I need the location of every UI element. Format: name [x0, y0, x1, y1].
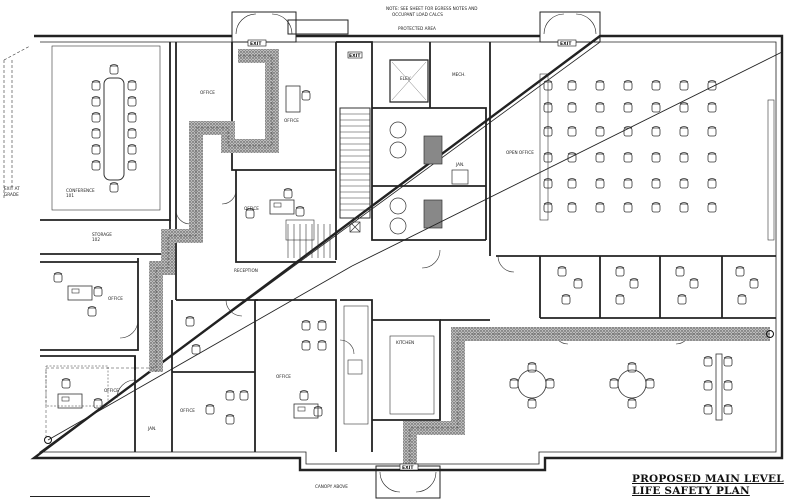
exit-label-top-mid: EXIT	[349, 53, 361, 59]
svg-text:NOTE: SEE SHEET FOR EGRESS NOT: NOTE: SEE SHEET FOR EGRESS NOTES AND	[386, 6, 478, 11]
svg-text:JAN.: JAN.	[147, 426, 157, 431]
open-office-grid: OPEN OFFICE	[506, 73, 775, 241]
svg-text:ELEV.: ELEV.	[400, 76, 411, 81]
svg-text:STORAGE: STORAGE	[92, 232, 112, 237]
elevator: ELEV. MECH.	[391, 61, 466, 101]
interior-walls	[40, 41, 776, 452]
conference-room: CONFERENCE 101	[51, 45, 161, 211]
svg-text:OFFICE: OFFICE	[244, 206, 259, 211]
exit-label-top-right: EXIT	[560, 41, 572, 47]
scale-bar	[30, 496, 150, 497]
svg-text:MECH.: MECH.	[452, 72, 466, 77]
plan-title-line1: PROPOSED MAIN LEVEL	[632, 473, 784, 485]
bottom-note: CANOPY ABOVE	[315, 484, 348, 489]
restrooms: JAN.	[349, 121, 469, 235]
svg-text:OPEN OFFICE: OPEN OFFICE	[506, 150, 534, 155]
kitchen: KITCHEN	[343, 305, 435, 425]
svg-text:101: 101	[66, 193, 74, 198]
svg-text:OFFICE: OFFICE	[104, 388, 119, 393]
svg-text:OCCUPANT LOAD CALCS: OCCUPANT LOAD CALCS	[392, 12, 443, 17]
exit-label-bottom: EXIT	[402, 465, 414, 471]
svg-text:CONFERENCE: CONFERENCE	[66, 188, 95, 193]
svg-text:RECEPTION: RECEPTION	[234, 268, 258, 273]
left-canopy	[3, 45, 31, 200]
break-area	[509, 353, 733, 421]
storage-room: STORAGE 102	[92, 232, 112, 242]
top-notes: NOTE: SEE SHEET FOR EGRESS NOTES AND OCC…	[386, 6, 478, 31]
svg-text:PROTECTED AREA: PROTECTED AREA	[398, 26, 436, 31]
svg-text:OFFICE: OFFICE	[108, 296, 123, 301]
svg-text:OFFICE: OFFICE	[276, 374, 291, 379]
stair	[287, 107, 371, 258]
svg-text:GRADE: GRADE	[4, 192, 19, 197]
plan-title-line2: LIFE SAFETY PLAN	[632, 485, 750, 497]
svg-text:KITCHEN: KITCHEN	[396, 340, 414, 345]
egress-paths	[45, 49, 770, 466]
svg-text:OFFICE: OFFICE	[180, 408, 195, 413]
svg-text:OFFICE: OFFICE	[284, 118, 299, 123]
exit-label-top-left: EXIT	[250, 41, 262, 47]
travel-distance-lines	[47, 51, 783, 441]
svg-text:EXIT AT: EXIT AT	[4, 186, 20, 191]
workstations	[557, 266, 759, 305]
office-left-1: OFFICE	[53, 272, 123, 317]
office-lower-center: OFFICE OFFICE JAN.	[147, 316, 327, 431]
exit-sign-icon	[247, 39, 577, 471]
egress-start-point-icon	[44, 330, 774, 444]
building-outline	[30, 34, 784, 472]
svg-text:102: 102	[92, 237, 100, 242]
door-swings	[116, 189, 691, 399]
svg-text:OFFICE: OFFICE	[200, 90, 215, 95]
office-upper-center: OFFICE OFFICE	[200, 85, 311, 123]
svg-text:JAN.: JAN.	[455, 162, 465, 167]
